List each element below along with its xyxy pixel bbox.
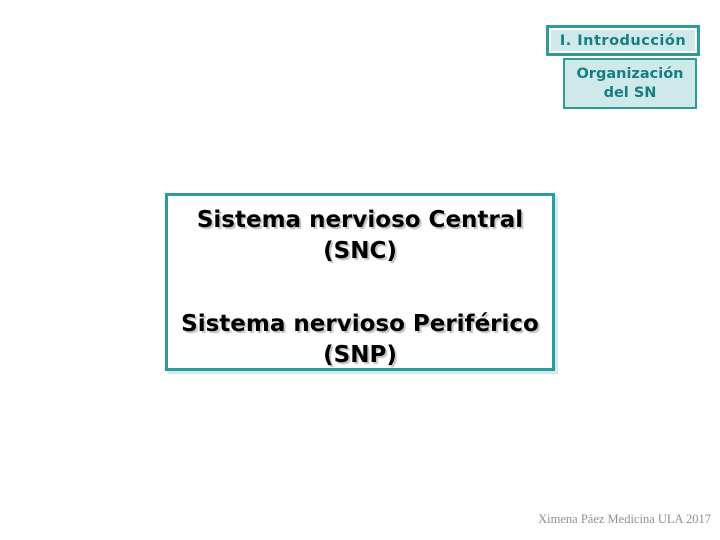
content-box: Sistema nervioso Central (SNC) Sistema n… xyxy=(165,193,555,371)
subsection-title-box: Organización del SN xyxy=(563,58,697,109)
snp-title-line: Sistema nervioso Periférico xyxy=(181,311,539,337)
section-title-tab: I. Introducción xyxy=(546,25,700,56)
snc-abbreviation-line: (SNC) xyxy=(323,238,397,264)
snc-title-line: Sistema nervioso Central xyxy=(196,207,524,233)
subsection-title-line1: Organización xyxy=(576,65,684,82)
snp-abbreviation-line: (SNP) xyxy=(323,342,397,368)
section-title-label: I. Introducción xyxy=(551,30,695,51)
subsection-title-line2: del SN xyxy=(603,84,657,101)
footer-credit: Ximena Páez Medicina ULA 2017 xyxy=(538,512,711,526)
